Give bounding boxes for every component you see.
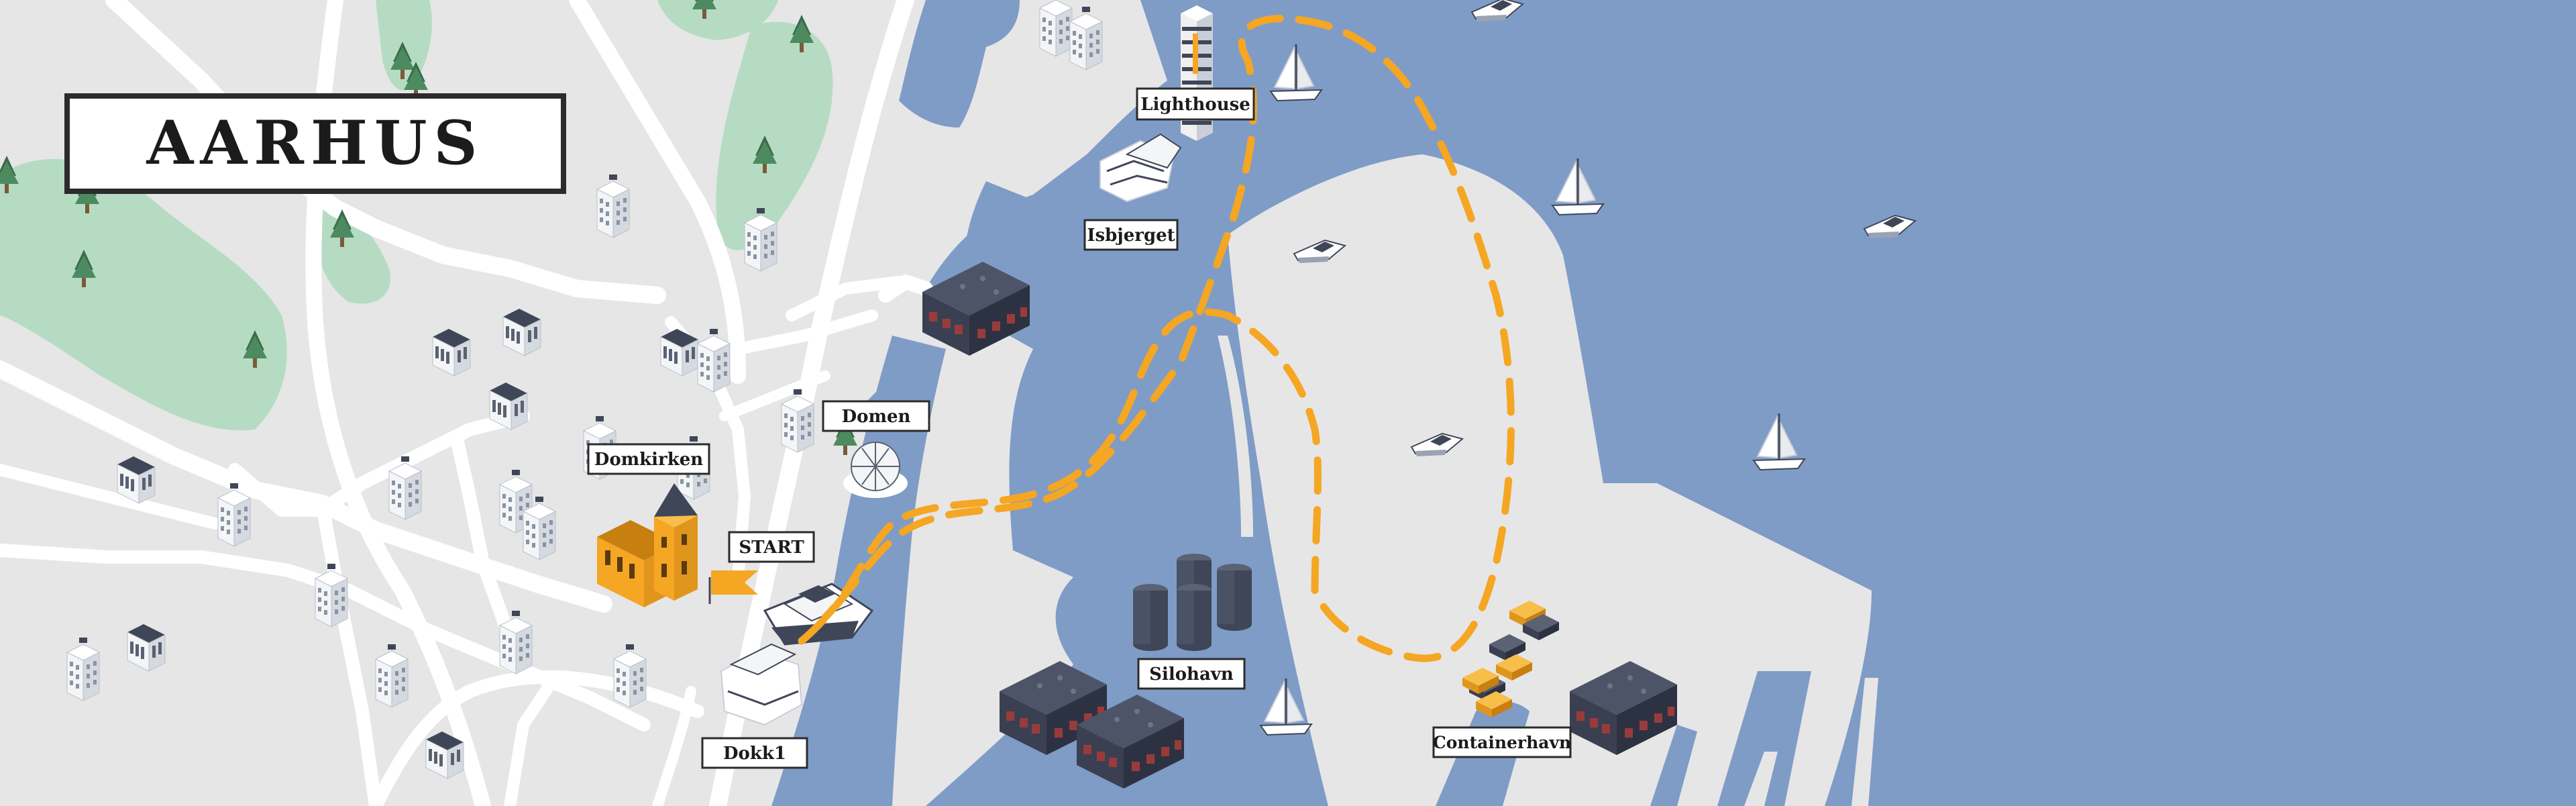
piers <box>1218 336 1878 806</box>
svg-text:AARHUS: AARHUS <box>146 107 484 179</box>
flag-icon <box>708 570 758 604</box>
svg-text:Dokk1: Dokk1 <box>723 744 786 764</box>
place-label-isbjerget[interactable]: Isbjerget <box>1083 219 1179 251</box>
place-label-domen[interactable]: Domen <box>822 400 930 432</box>
place-label-containerhavn[interactable]: Containerhavn <box>1432 726 1572 758</box>
isbjerget-building <box>1099 133 1182 203</box>
place-label-silohavn[interactable]: Silohavn <box>1137 658 1246 690</box>
svg-text:Containerhavn: Containerhavn <box>1433 733 1571 752</box>
road-network <box>0 0 933 806</box>
svg-text:Domkirken: Domkirken <box>594 450 704 470</box>
lighthouse-tower <box>1181 5 1213 141</box>
svg-text:Silohavn: Silohavn <box>1149 664 1234 685</box>
place-label-lighthouse[interactable]: Lighthouse <box>1136 87 1255 121</box>
svg-text:Lighthouse: Lighthouse <box>1140 95 1250 115</box>
place-label-domkirken[interactable]: Domkirken <box>587 443 710 475</box>
svg-text:Isbjerget: Isbjerget <box>1087 225 1175 246</box>
svg-text:START: START <box>739 538 804 558</box>
dokk1-building <box>720 643 803 726</box>
dome-icon <box>843 442 908 498</box>
svg-text:Domen: Domen <box>842 407 911 427</box>
map-title: AARHUS <box>64 93 566 194</box>
place-label-start[interactable]: START <box>728 531 815 563</box>
church-icon <box>597 483 698 607</box>
place-label-dokk1[interactable]: Dokk1 <box>701 737 808 769</box>
tour-route <box>798 15 1515 662</box>
